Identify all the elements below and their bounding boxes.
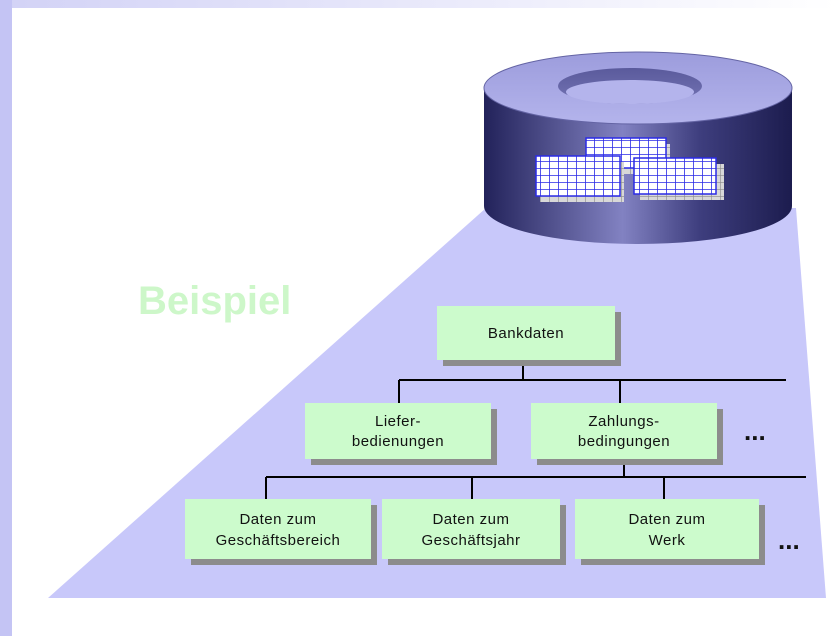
node-daten-geschaeftsjahr: Daten zum Geschäftsjahr (382, 499, 566, 565)
node-daten-geschaeftsjahr-line1: Daten zum (432, 511, 509, 528)
left-stripe (0, 0, 12, 636)
node-zahlungsbedingungen-line2: bedingungen (578, 433, 670, 450)
node-lieferbedienungen: Liefer- bedienungen (305, 403, 497, 465)
data-tables-icon (535, 137, 724, 202)
node-daten-werk-line2: Werk (649, 532, 686, 549)
ellipsis-level2: ... (778, 525, 800, 555)
tree-connectors (265, 363, 806, 499)
node-zahlungsbedingungen: Zahlungs- bedingungen (531, 403, 723, 465)
node-daten-geschaeftsbereich-line2: Geschäftsbereich (216, 532, 341, 549)
node-bankdaten: Bankdaten (437, 306, 621, 366)
node-daten-werk: Daten zum Werk (575, 499, 765, 565)
node-bankdaten-label: Bankdaten (488, 325, 564, 342)
node-daten-geschaeftsjahr-line2: Geschäftsjahr (421, 532, 520, 549)
node-daten-geschaeftsbereich-line1: Daten zum (239, 511, 316, 528)
node-zahlungsbedingungen-line1: Zahlungs- (588, 413, 659, 430)
node-lieferbedienungen-line2: bedienungen (352, 433, 444, 450)
node-lieferbedienungen-line1: Liefer- (375, 413, 421, 430)
node-daten-werk-line1: Daten zum (628, 511, 705, 528)
top-band (0, 0, 836, 8)
watermark-text: Beispiel (138, 279, 291, 323)
ellipsis-level1: ... (744, 416, 766, 446)
node-daten-geschaeftsbereich: Daten zum Geschäftsbereich (185, 499, 377, 565)
